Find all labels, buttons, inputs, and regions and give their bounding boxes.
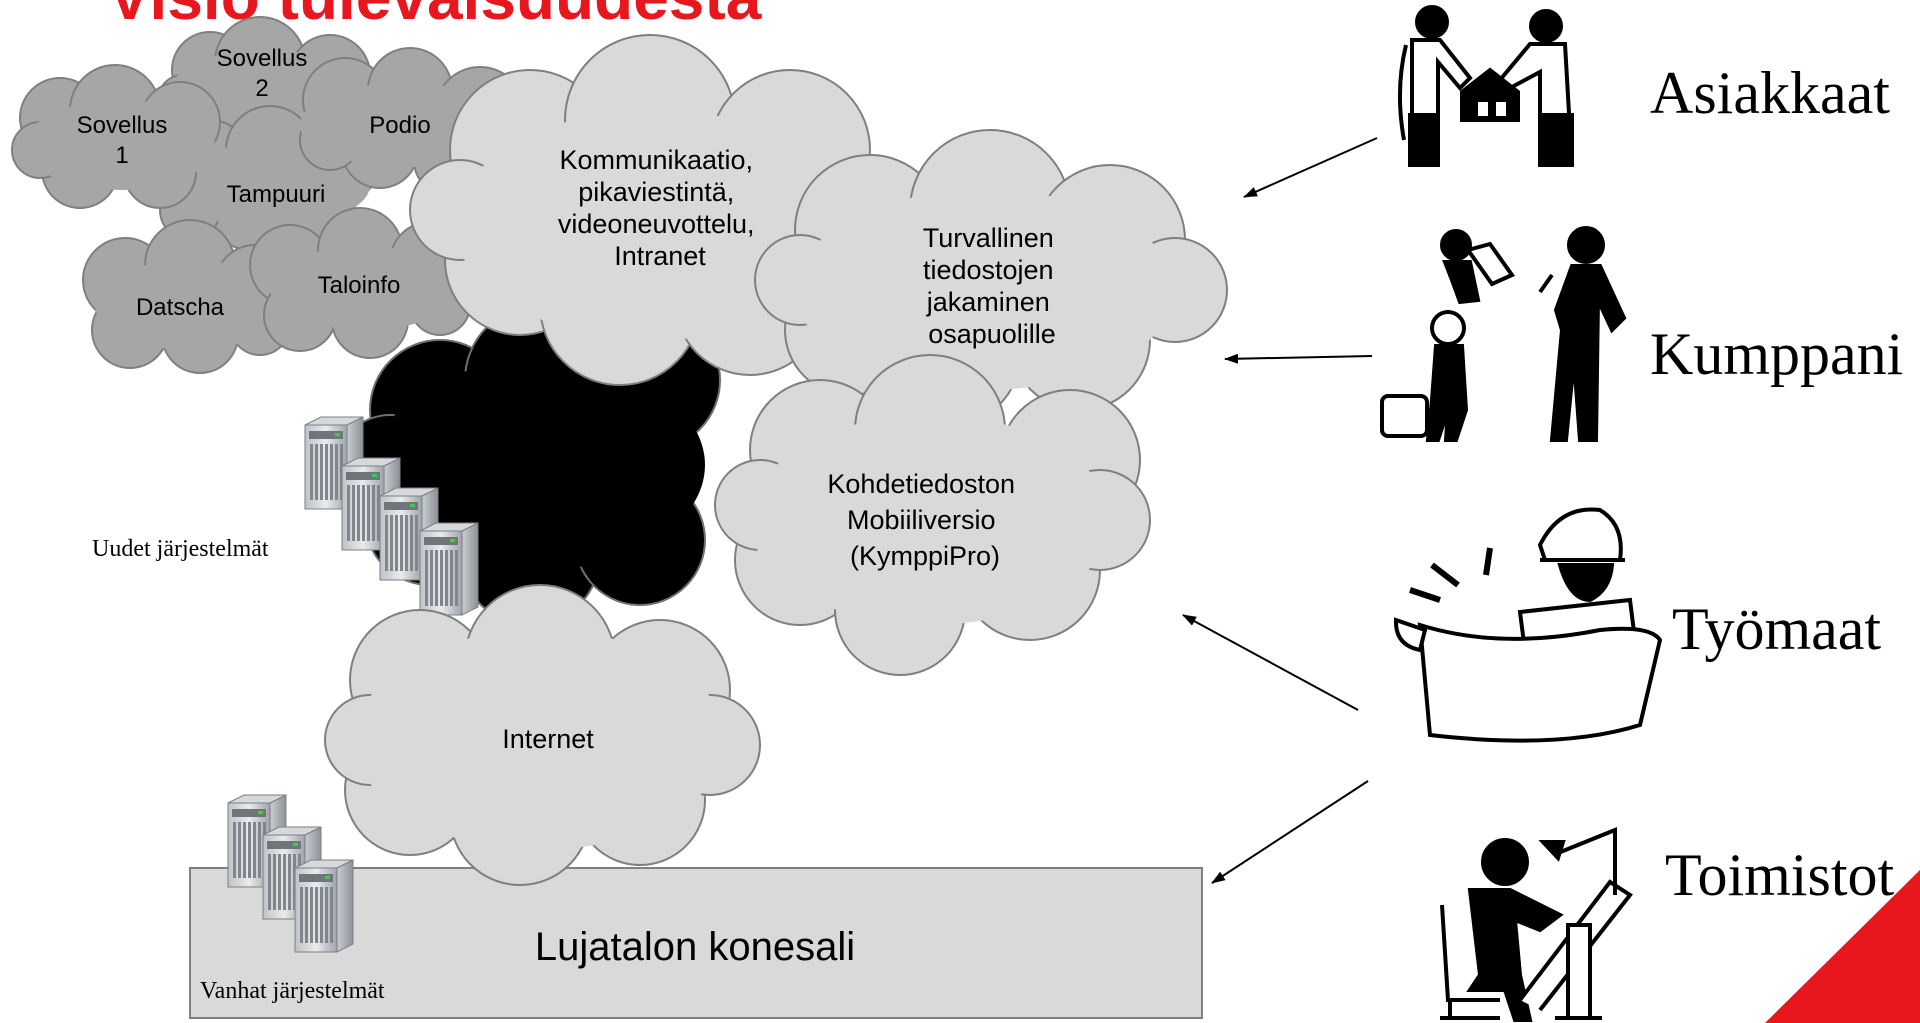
- cloud-label: Taloinfo: [318, 272, 401, 299]
- cloud-label: pikaviestintä,: [578, 177, 734, 207]
- datacenter-label: Lujatalon konesali: [535, 925, 855, 969]
- cloud-label: jakaminen: [926, 287, 1050, 317]
- arrow-customers: [1243, 137, 1378, 198]
- party-label-customers: Asiakkaat: [1650, 60, 1890, 126]
- cloud-label: Turvallinen: [923, 223, 1054, 253]
- datacenter-box: [189, 867, 1203, 1019]
- cloud-label: Sovellus: [77, 112, 168, 139]
- arrow-offices: [1211, 780, 1369, 884]
- cloud-label: Kohdetiedoston: [827, 469, 1015, 499]
- cloud-label: 2: [255, 75, 268, 102]
- cloud-label: Datscha: [136, 294, 225, 321]
- cloud-label: (KymppiPro): [850, 541, 1000, 571]
- cloud-label: Mobiiliversio: [847, 505, 996, 535]
- cloud-internet: Internet: [324, 584, 761, 886]
- cloud-label: osapuolille: [928, 319, 1056, 349]
- party-label-partners: Kumppani: [1650, 321, 1903, 387]
- cloud-mobile: Kohdetiedoston Mobiiliversio (KymppiPro): [714, 354, 1151, 676]
- new-systems-label: Uudet järjestelmät: [92, 536, 269, 562]
- arrow-partners: [1224, 353, 1373, 364]
- cloud-label: Sovellus: [217, 45, 308, 72]
- svg-text:Kohdetiedoston Mobiilive: Kohdetiedoston Mobiiliversio (KymppiPro): [827, 469, 1022, 571]
- corner-accent: [1765, 870, 1920, 1023]
- cloud-sovellus-1: Sovellus 1: [11, 64, 221, 209]
- slide-title: Visio tulevaisuudesta: [108, 0, 761, 34]
- cloud-label: tiedostojen: [923, 255, 1054, 285]
- arrow-sites: [1182, 614, 1359, 711]
- party-label-offices: Toimistot: [1665, 842, 1894, 908]
- server-icon: [294, 859, 354, 953]
- construction-worker-icon: [1393, 507, 1663, 743]
- cloud-label: videoneuvottelu,: [558, 209, 755, 239]
- party-label-sites: Työmaat: [1672, 596, 1881, 662]
- old-systems-label: Vanhat järjestelmät: [200, 978, 385, 1004]
- partners-icon: [1380, 226, 1627, 442]
- handshake-icon: [1398, 5, 1575, 167]
- cloud-label: Tampuuri: [227, 181, 326, 208]
- svg-text:Kommunikaatio, pikaviest: Kommunikaatio, pikaviestintä, videoneuvo…: [558, 145, 762, 271]
- cloud-label: Intranet: [614, 241, 706, 271]
- cloud-label: 1: [115, 142, 128, 169]
- office-worker-icon: [1440, 827, 1633, 1022]
- cloud-label: Kommunikaatio,: [559, 145, 753, 175]
- cloud-taloinfo: Taloinfo: [249, 207, 471, 359]
- cloud-label: Podio: [369, 112, 430, 139]
- svg-text:Turvallinen tiedostojen: Turvallinen tiedostojen jakaminen osapuo…: [923, 223, 1062, 349]
- arrows: [1182, 137, 1378, 884]
- server-icon: [419, 522, 479, 616]
- cloud-label: Internet: [502, 724, 594, 754]
